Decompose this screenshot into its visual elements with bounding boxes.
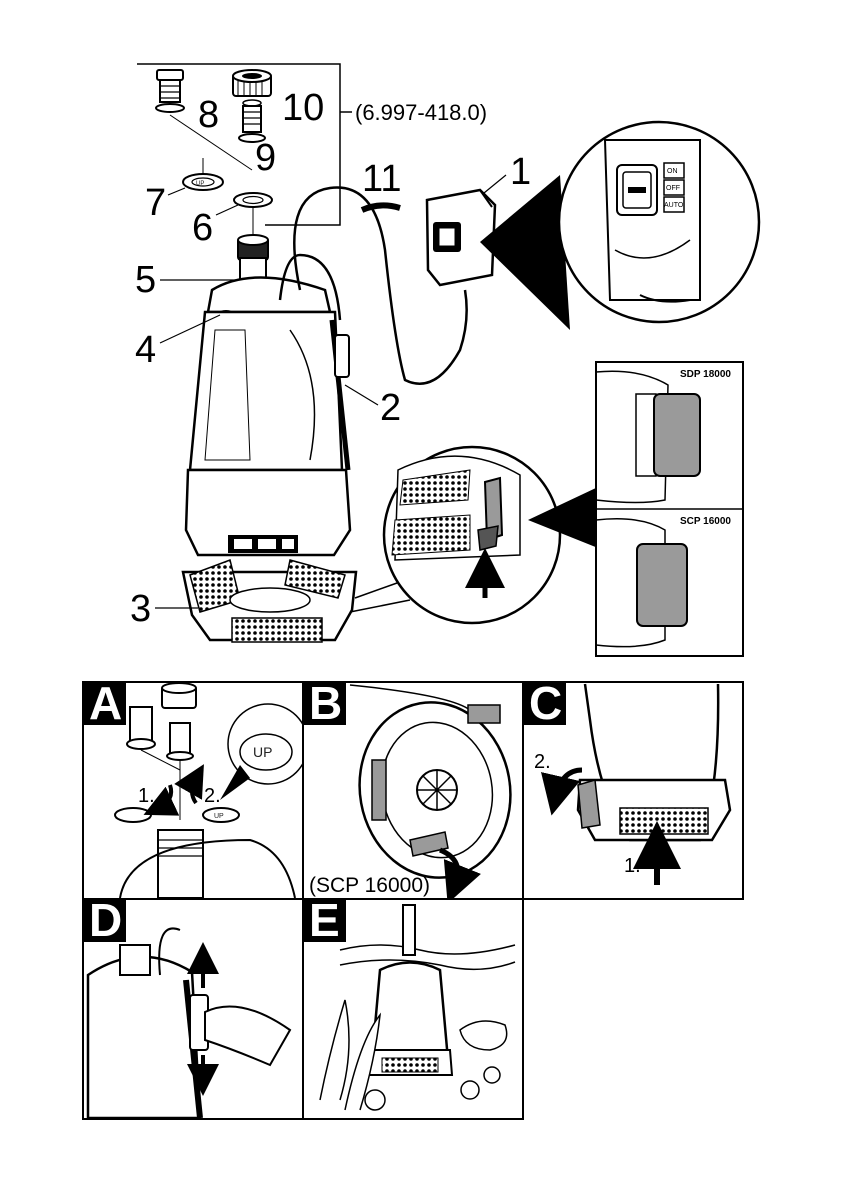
foot-release-detail-circle — [384, 447, 560, 623]
seal-part — [234, 193, 272, 207]
panel-e: E — [303, 894, 523, 1119]
panel-c-letter: C — [529, 677, 562, 729]
svg-text:UP: UP — [196, 181, 204, 187]
callout-5: 5 — [135, 259, 156, 301]
switch-label-off: OFF — [666, 185, 680, 192]
accessory-kit-number: (6.997-418.0) — [355, 100, 487, 125]
svg-text:UP: UP — [214, 813, 224, 820]
panel-a: A UP UP 1. 2. — [83, 677, 308, 899]
switch-zoom-cone — [480, 175, 570, 330]
step-panels: A UP UP 1. 2. — [83, 677, 743, 1119]
switch-label-auto: AUTO — [664, 202, 684, 209]
panel-a-step-2: 2. — [204, 785, 221, 807]
panel-b-letter: B — [309, 677, 342, 729]
panel-d-letter: D — [89, 894, 122, 946]
switch-detail-circle: ON OFF AUTO — [559, 122, 759, 322]
model-label-top: SDP 18000 — [680, 369, 731, 380]
callout-6: 6 — [192, 207, 213, 249]
threaded-connector-part — [239, 100, 265, 142]
callout-2: 2 — [380, 387, 401, 429]
panel-a-step-1: 1. — [138, 785, 155, 807]
union-nut-part — [233, 70, 271, 96]
panel-a-cap-text: UP — [253, 744, 272, 760]
panel-d: D — [83, 894, 303, 1119]
panel-b: B (SCP 16000) — [303, 677, 524, 899]
panel-c-step-1: 1. — [624, 855, 641, 877]
hose-adapter-part — [156, 70, 184, 112]
callout-11: 11 — [362, 158, 401, 200]
model-label-bottom: SCP 16000 — [680, 516, 731, 527]
switch-label-on: ON — [667, 168, 678, 175]
panel-e-letter: E — [309, 894, 340, 946]
panel-c: C 1. 2. — [523, 677, 743, 899]
pump-body — [186, 235, 350, 555]
callout-10: 10 — [282, 87, 324, 129]
callout-7: 7 — [145, 182, 166, 224]
callout-8: 8 — [198, 94, 219, 136]
panel-c-step-2: 2. — [534, 751, 551, 773]
panel-a-letter: A — [89, 677, 122, 729]
callout-4: 4 — [135, 329, 156, 371]
callout-3: 3 — [130, 588, 151, 630]
foot-strainer-part — [183, 560, 356, 642]
callout-1: 1 — [510, 151, 531, 193]
non-return-valve-part: UP — [183, 174, 223, 190]
switch-box-part — [427, 190, 495, 285]
exploded-view: (6.997-418.0) UP — [130, 64, 759, 656]
callout-9: 9 — [255, 137, 276, 179]
model-comparison-panel: SDP 18000 SCP 16000 — [596, 362, 743, 656]
